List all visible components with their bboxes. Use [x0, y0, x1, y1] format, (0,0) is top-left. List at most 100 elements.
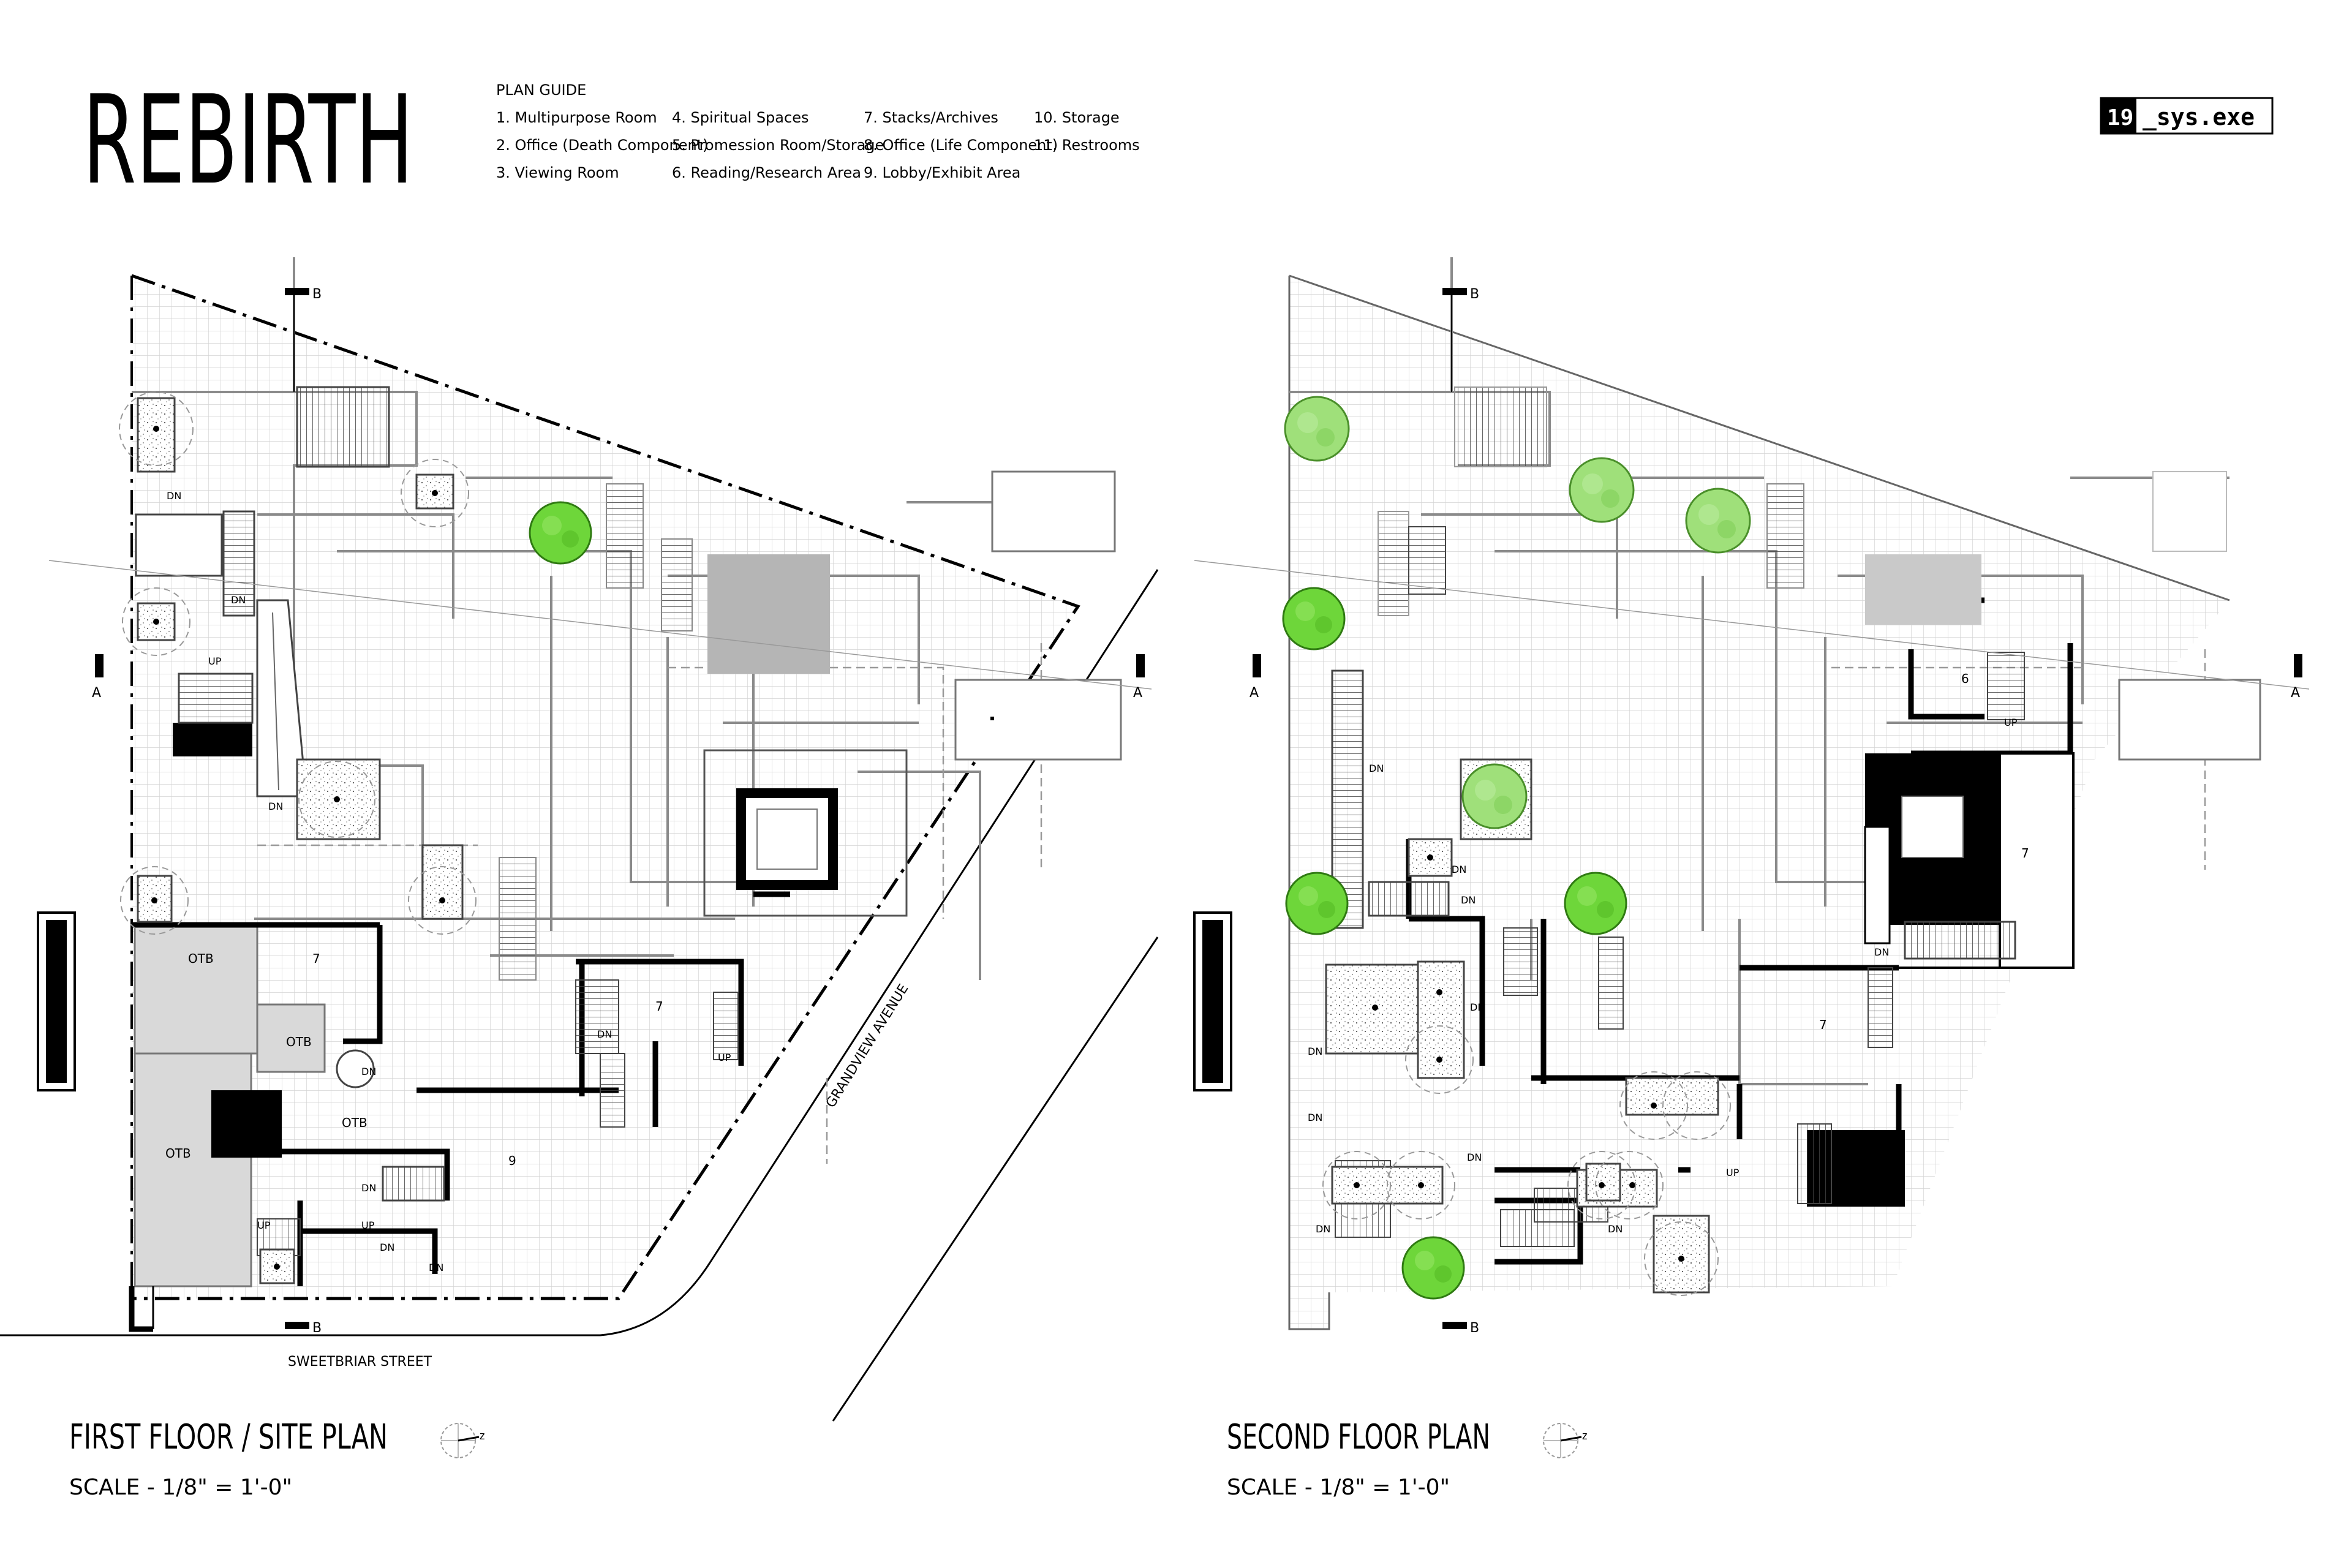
stair — [1503, 927, 1538, 996]
room-label: OTB — [342, 1115, 368, 1130]
logo-number: 19 — [2107, 105, 2133, 130]
stair-label: UP — [1726, 1167, 1740, 1178]
stair — [713, 992, 739, 1060]
plan-guide-item: 6. Reading/Research Area — [672, 164, 861, 181]
plan-guide-item: 4. Spiritual Spaces — [672, 109, 809, 126]
header: REBIRTH PLAN GUIDE 1. Multipurpose Room … — [83, 69, 2274, 212]
section-a-right: A — [2291, 685, 2300, 701]
north-label: z — [480, 1430, 485, 1442]
shaded-room — [750, 554, 830, 674]
north-label: z — [1582, 1430, 1588, 1442]
first-floor-scale: SCALE - 1/8" = 1'-0" — [69, 1475, 292, 1500]
stair — [1378, 511, 1409, 616]
stair — [222, 510, 255, 617]
section-a-left: A — [1250, 685, 1259, 701]
section-b-bottom: B — [1470, 1321, 1479, 1336]
second-floor-title: SECOND FLOOR PLAN — [1227, 1417, 1490, 1457]
stair-label: DN — [361, 1066, 376, 1077]
stair-label: DN — [231, 594, 246, 606]
room-label: 6 — [1961, 671, 1969, 686]
stair — [1408, 526, 1446, 595]
stair — [1766, 483, 1804, 589]
stair-label: DN — [380, 1242, 394, 1253]
street-line — [832, 937, 1159, 1422]
room-label: 7 — [1819, 1017, 1827, 1032]
stair-label: DN — [1467, 1152, 1482, 1163]
stair-label: DN — [167, 490, 181, 502]
plan-guide-item: 7. Stacks/Archives — [864, 109, 998, 126]
tree-icon — [1284, 396, 1350, 462]
tree-icon — [1401, 1236, 1465, 1300]
north-arrow-icon: z — [1543, 1423, 1588, 1458]
stair — [575, 979, 619, 1054]
second-floor-scale: SCALE - 1/8" = 1'-0" — [1227, 1475, 1450, 1500]
stair-label: DN — [1452, 864, 1466, 875]
stair — [1797, 1123, 1832, 1204]
planter — [1585, 1163, 1621, 1202]
planter — [1325, 963, 1419, 1055]
property-line — [131, 274, 1080, 1300]
street-curb — [0, 569, 1159, 1336]
stair — [1500, 1209, 1575, 1247]
section-b-bottom: B — [312, 1321, 322, 1336]
stair-label: DN — [1308, 1046, 1322, 1057]
tree-icon — [529, 501, 592, 565]
room-label: 9 — [508, 1153, 516, 1168]
firm-logo: 19 _sys.exe — [2100, 97, 2274, 135]
room-label: OTB — [165, 1146, 191, 1161]
stair-label: DN — [1308, 1112, 1322, 1123]
stair-label: UP — [718, 1052, 731, 1063]
stair-label: UP — [257, 1219, 271, 1231]
stair — [1987, 652, 2025, 720]
room-label: OTB — [188, 951, 214, 966]
core-wall — [211, 1090, 282, 1158]
spiral-stair — [336, 1049, 375, 1088]
stair — [1868, 967, 1893, 1048]
stair-label: DN — [1608, 1223, 1623, 1235]
stair-label: DN — [268, 801, 283, 812]
room-label: 7 — [655, 999, 663, 1014]
stair — [296, 386, 390, 468]
stair — [499, 857, 537, 981]
planter — [421, 844, 464, 920]
plan-guide-item: 9. Lobby/Exhibit Area — [864, 164, 1020, 181]
tree-icon — [1569, 457, 1635, 523]
stair — [135, 513, 223, 577]
street-label-grandview: GRANDVIEW AVENUE — [823, 982, 912, 1111]
section-a-right: A — [1133, 685, 1142, 701]
plan-guide-item: 2. Office (Death Component) — [496, 137, 708, 154]
section-b-top: B — [312, 287, 322, 302]
otb-block — [134, 924, 258, 1055]
stair-label: DN — [361, 1182, 376, 1194]
north-arrow-icon: z — [440, 1423, 485, 1458]
plan-guide-heading: PLAN GUIDE — [496, 81, 586, 99]
stair-label: DN — [597, 1028, 612, 1040]
property-line — [1289, 274, 2230, 601]
core-wall — [173, 723, 252, 756]
planter — [137, 397, 176, 473]
plan-guide-item: 1. Multipurpose Room — [496, 109, 657, 126]
stair-label: UP — [208, 655, 222, 667]
otb-block — [256, 1003, 326, 1073]
plan-guide-item: 11. Restrooms — [1034, 137, 1140, 154]
tree-icon — [1461, 763, 1528, 829]
stair-label: UP — [2004, 717, 2018, 728]
stair-label: DN — [1316, 1223, 1330, 1235]
stair — [1335, 1203, 1391, 1238]
tree-icon — [1285, 872, 1349, 935]
project-title: REBIRTH — [83, 69, 413, 212]
room-label: 7 — [312, 951, 320, 966]
second-floor-plan: A A B B 6 7 7 DN DN DN DN DN DN DN UP DN… — [1193, 257, 2310, 1500]
stair — [1904, 921, 2016, 960]
tree-icon — [1564, 872, 1627, 935]
stair-label: DN — [1470, 1001, 1485, 1013]
tree-icon — [1282, 587, 1346, 650]
stair-label: DN — [1874, 946, 1889, 958]
stair-label: DN — [429, 1262, 443, 1273]
logo-text: _sys.exe — [2143, 104, 2255, 130]
planter — [1653, 1215, 1710, 1294]
stair — [1368, 881, 1450, 917]
plan-guide-item: 8. Office (Life Component) — [864, 137, 1058, 154]
stair — [1598, 937, 1624, 1030]
